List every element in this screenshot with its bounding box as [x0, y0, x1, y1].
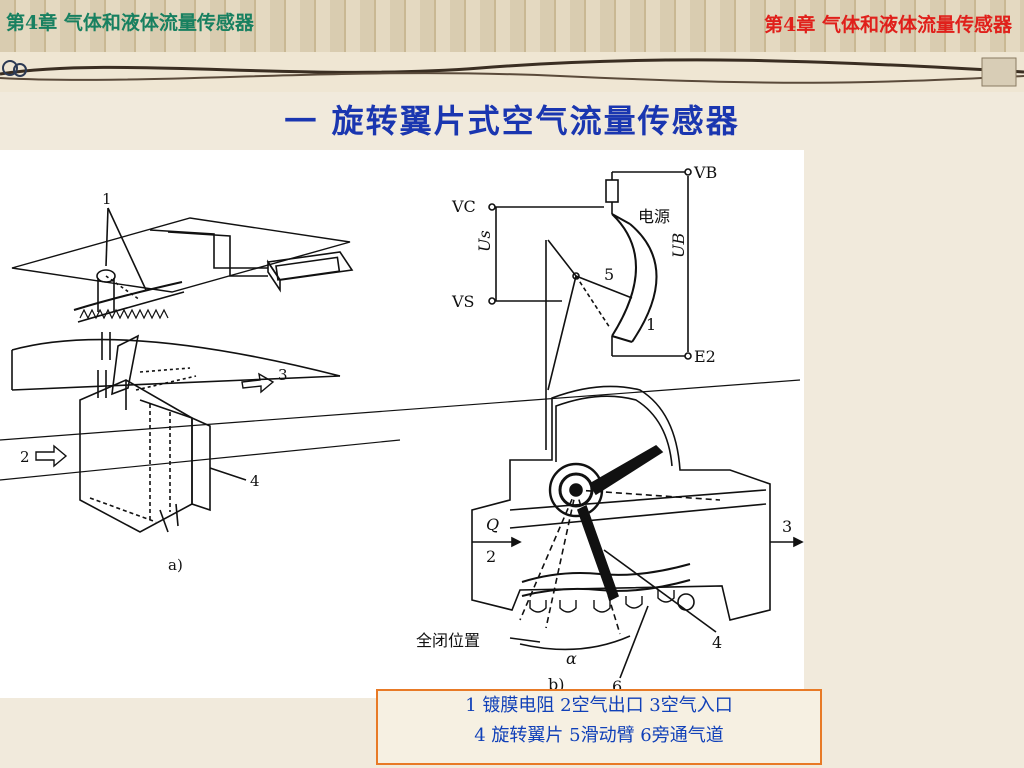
- page-title: 一 旋转翼片式空气流量传感器: [284, 102, 740, 140]
- fig-b-label-1: 1: [646, 315, 656, 334]
- legend-box: 1 镀膜电阻 2空气出口 3空气入口 4 旋转翼片 5滑动臂 6旁通气道: [376, 689, 822, 765]
- diagram-figure: 1 2 3 4 a): [0, 150, 804, 698]
- label-us: Us: [475, 230, 494, 252]
- cloud-ornament-icon: [2, 60, 27, 77]
- label-vb: VB: [693, 163, 717, 182]
- fig-a-label-1: 1: [102, 190, 112, 208]
- fig-a-label-4: 4: [250, 472, 260, 490]
- legend-line-1: 1 镀膜电阻 2空气出口 3空气入口: [465, 695, 733, 716]
- label-ub: UB: [669, 233, 688, 258]
- figure-a-drawing: [0, 207, 801, 533]
- label-vc: VC: [451, 197, 476, 216]
- figure-b-housing: [471, 385, 804, 679]
- figure-b-labels: VC VS VB E2 Us UB 电源 5 1 Q 2 3 4 6 全闭位置 …: [416, 163, 792, 696]
- fig-b-label-5: 5: [604, 265, 614, 284]
- label-e2: E2: [694, 347, 716, 366]
- fig-b-label-3: 3: [782, 517, 792, 536]
- header-banner: 第4章 气体和液体流量传感器 第4章 气体和液体流量传感器: [0, 0, 1024, 52]
- label-power: 电源: [638, 207, 670, 226]
- label-q: Q: [486, 515, 499, 534]
- label-vs: VS: [451, 292, 475, 311]
- fig-a-label-2: 2: [20, 448, 30, 466]
- fig-a-caption: a): [168, 556, 183, 574]
- decorative-divider: [0, 52, 1024, 92]
- label-alpha: α: [566, 649, 577, 668]
- fig-b-label-4: 4: [712, 633, 722, 652]
- chapter-title-right: 第4章 气体和液体流量传感器: [764, 14, 1012, 36]
- figure-b-circuit: [488, 168, 692, 450]
- chapter-title-left: 第4章 气体和液体流量传感器: [6, 12, 254, 34]
- fig-a-label-3: 3: [278, 366, 288, 384]
- figure-a-labels: 1 2 3 4 a): [20, 190, 288, 574]
- fig-b-label-6: 6: [612, 677, 622, 696]
- flow-sensor-diagram: 1 2 3 4 a): [0, 163, 804, 696]
- fig-b-label-2: 2: [486, 547, 496, 566]
- label-closed-position: 全闭位置: [416, 631, 480, 650]
- legend-line-2: 4 旋转翼片 5滑动臂 6旁通气道: [474, 725, 724, 746]
